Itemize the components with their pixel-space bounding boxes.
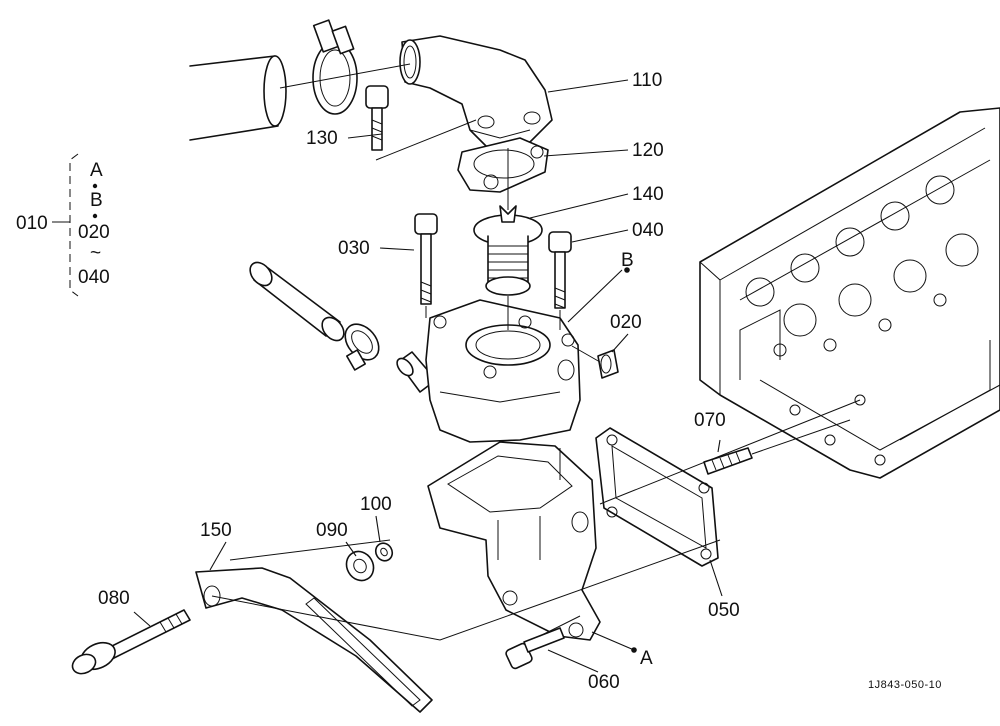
water-flange — [427, 441, 601, 641]
kit-dot-2 — [92, 213, 98, 219]
kit-line-a: A — [90, 160, 103, 181]
reference-dot-b — [624, 267, 630, 273]
stud-070 — [703, 447, 753, 475]
spacer-090 — [345, 550, 375, 582]
callout-050: 050 — [708, 600, 740, 621]
kit-dot-1 — [92, 183, 98, 189]
radiator-hose — [189, 55, 287, 141]
callout-150: 150 — [200, 520, 232, 541]
thermostat-140 — [473, 205, 543, 296]
bolt-040 — [548, 231, 572, 309]
gasket-120 — [457, 137, 549, 193]
bolt-030 — [414, 213, 438, 305]
callout-090: 090 — [316, 520, 348, 541]
leader-lines — [133, 79, 723, 673]
cylinder-head — [699, 107, 1000, 479]
washer-100 — [374, 542, 394, 562]
water-outlet-110 — [399, 35, 553, 151]
reference-label-b: B — [621, 250, 634, 271]
kit-bracket — [52, 153, 79, 297]
callout-120: 120 — [632, 140, 664, 161]
kit-line-020: 020 — [78, 222, 110, 243]
hose-clamp-upper — [312, 19, 358, 115]
kit-line-040: 040 — [78, 267, 110, 288]
hose-clamp-lower — [344, 323, 380, 371]
callout-140: 140 — [632, 184, 664, 205]
callout-070: 070 — [694, 410, 726, 431]
callout-110: 110 — [632, 70, 662, 91]
gasket-050 — [595, 427, 719, 567]
callout-010: 010 — [16, 213, 48, 234]
assembly-lines — [211, 63, 861, 641]
bracket-150 — [195, 567, 433, 713]
callout-030: 030 — [338, 238, 370, 259]
figure-code: 1J843-050-10 — [868, 679, 942, 691]
kit-line-b: B — [90, 190, 103, 211]
reference-label-a: A — [640, 648, 653, 669]
bypass-hose — [249, 261, 345, 342]
reference-dot-a — [631, 647, 637, 653]
bolt-080 — [71, 609, 191, 675]
callout-130: 130 — [306, 128, 338, 149]
kit-line-tilde: ~ — [90, 243, 101, 264]
plug-020 — [597, 349, 619, 379]
callout-020: 020 — [610, 312, 642, 333]
callout-080: 080 — [98, 588, 130, 609]
thermostat-housing — [425, 299, 581, 443]
bolt-060 — [505, 627, 565, 670]
callout-040: 040 — [632, 220, 664, 241]
callout-060: 060 — [588, 672, 620, 693]
bolt-130 — [365, 85, 389, 151]
callout-100: 100 — [360, 494, 392, 515]
